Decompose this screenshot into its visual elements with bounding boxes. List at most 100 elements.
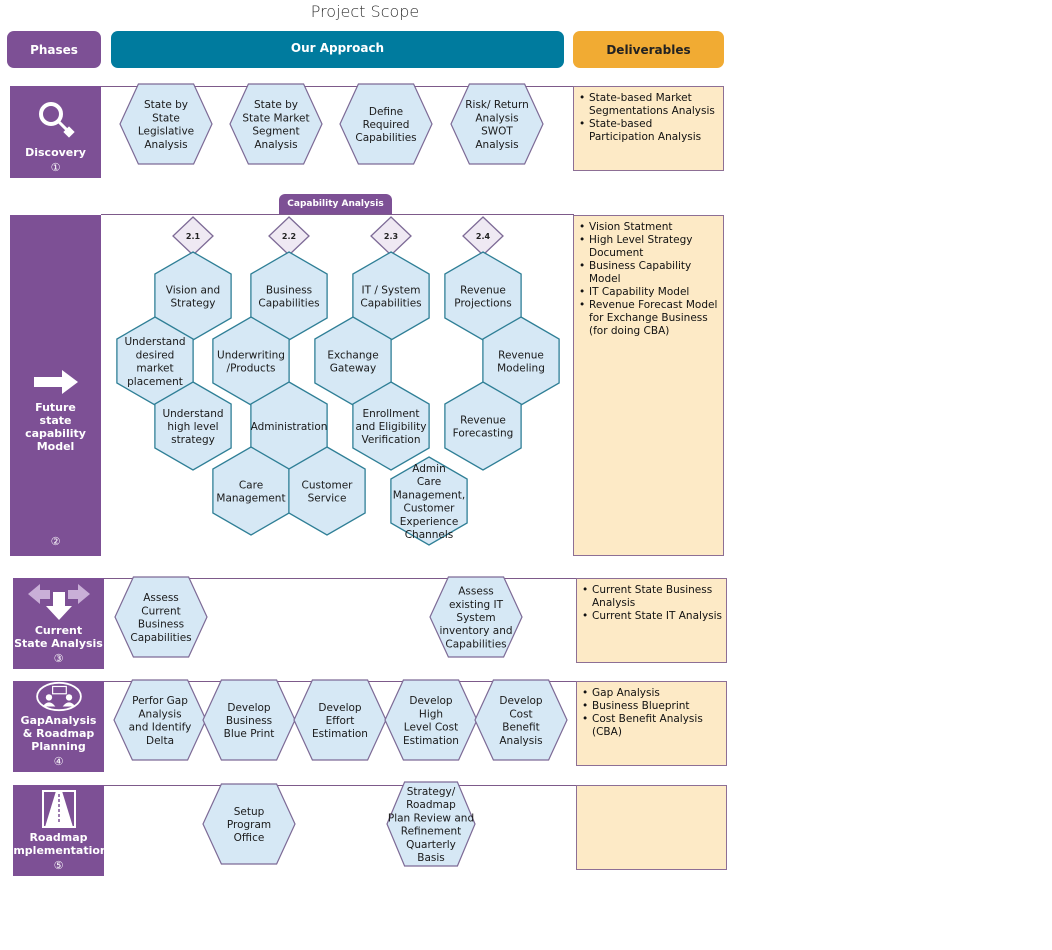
hex-label-line: Capabilities <box>355 132 416 144</box>
group-badge: 2.2 <box>268 216 310 256</box>
deliverable-item: State-based Market Segmentations Analysi… <box>579 92 719 118</box>
deliverable-item: High Level Strategy Document <box>579 234 719 260</box>
phase-label-line: & Roadmap <box>22 727 95 740</box>
hex-label-line: inventory and <box>439 625 512 637</box>
row-divider <box>101 86 574 87</box>
hex-label-line: /Products <box>227 363 276 375</box>
deliverable-item: State-based Participation Analysis <box>579 118 719 144</box>
deliverables-header: Deliverables <box>573 31 724 68</box>
deliverables-gap-analysis: Gap Analysis Business Blueprint Cost Ben… <box>576 681 727 766</box>
hex-label-line: Channels <box>405 529 454 541</box>
hex-label-line: Basis <box>417 852 445 864</box>
badge-label: 2.4 <box>476 232 491 241</box>
hex-label-line: Benefit <box>502 722 540 734</box>
phase-label-line: Future <box>35 401 76 414</box>
hex-label-line: Business <box>266 284 312 296</box>
phase-future-state: Future state capability Model ② <box>10 215 101 556</box>
phases-header: Phases <box>7 31 101 68</box>
hex-label-line: High <box>419 708 443 720</box>
hex-label-line: Care <box>417 476 441 488</box>
capability-analysis-tab: Capability Analysis <box>279 194 392 214</box>
hex-label-line: market <box>136 363 173 375</box>
phase-label-line: Planning <box>31 740 86 753</box>
phase-label-line: GapAnalysis <box>20 714 97 727</box>
hex-label-line: Analysis <box>499 735 542 747</box>
hex-label-line: and Identify <box>129 722 192 734</box>
hex-label-line: Customer <box>403 503 455 515</box>
group-badge: 2.1 <box>172 216 214 256</box>
row-divider <box>104 785 577 786</box>
hex-label-line: Capabilities <box>130 632 191 644</box>
phase-label-line: Current <box>34 624 83 637</box>
phase-label-line: Roadmap <box>29 831 88 844</box>
hex-label-line: Modeling <box>497 363 545 375</box>
hex-label-line: Business <box>138 619 184 631</box>
hex-label-line: Revenue <box>460 414 506 426</box>
hex-label-line: Blue Print <box>224 728 275 740</box>
approach-header: Our Approach <box>111 31 564 68</box>
phase-label-line: capability <box>25 427 86 440</box>
hex-label-line: Experience <box>400 516 459 528</box>
hex-label-line: high level <box>167 421 218 433</box>
deliverable-item: IT Capability Model <box>579 286 719 299</box>
hex-label-line: SWOT <box>481 126 513 138</box>
hex-label-line: Roadmap <box>406 799 456 811</box>
hex-label-line: Develop <box>499 695 543 707</box>
hex-label-line: State <box>152 112 180 124</box>
hex-label-line: Refinement <box>401 826 461 838</box>
phase-number: ③ <box>53 652 64 665</box>
group-badge: 2.3 <box>370 216 412 256</box>
hex-label-line: and Eligibility <box>356 421 427 433</box>
hex-label-line: Revenue <box>460 284 506 296</box>
hex-label-line: System <box>456 612 495 624</box>
phase-label-line: State Analysis <box>14 637 103 650</box>
deliverables-roadmap <box>576 785 727 870</box>
deliverable-item: Current State IT Analysis <box>582 610 722 623</box>
hex-label-line: Perfor Gap <box>132 695 188 707</box>
deliverables-discovery: State-based Market Segmentations Analysi… <box>573 86 724 171</box>
hex-label-line: Plan Review and <box>388 812 474 824</box>
badge-label: 2.3 <box>384 232 398 241</box>
hex-label-line: State Market <box>242 112 309 124</box>
phase-number: ① <box>50 161 61 174</box>
magnifier-icon <box>38 102 75 138</box>
phase-label-line: Implementation <box>9 844 108 857</box>
hex-label-line: Required <box>363 119 410 131</box>
hex-label-line: desired <box>136 349 175 361</box>
hex-label-line: Estimation <box>403 735 459 747</box>
hex-label-line: Assess <box>143 592 179 604</box>
hex-label-line: Capabilities <box>360 298 421 310</box>
phase-current-state: Current State Analysis ③ <box>13 578 104 669</box>
hex-label-line: Segment <box>252 126 299 138</box>
hex-label-line: Cost <box>509 708 532 720</box>
phase-number: ② <box>50 535 61 548</box>
group-badge: 2.4 <box>462 216 504 256</box>
hex-label-line: Current <box>141 605 180 617</box>
phase-gap-analysis: GapAnalysis & Roadmap Planning ④ <box>13 681 104 772</box>
deliverable-item: Business Blueprint <box>582 700 722 713</box>
badge-label: 2.2 <box>282 232 296 241</box>
deliverable-item: Current State Business Analysis <box>582 584 722 610</box>
hex-label-line: Understand <box>162 408 223 420</box>
deliverable-item: Business Capability Model <box>579 260 719 286</box>
phase-roadmap: Roadmap Implementation ⑤ <box>9 785 108 876</box>
hex-label-line: Assess <box>458 586 494 598</box>
phase-label: Discovery <box>25 146 86 159</box>
